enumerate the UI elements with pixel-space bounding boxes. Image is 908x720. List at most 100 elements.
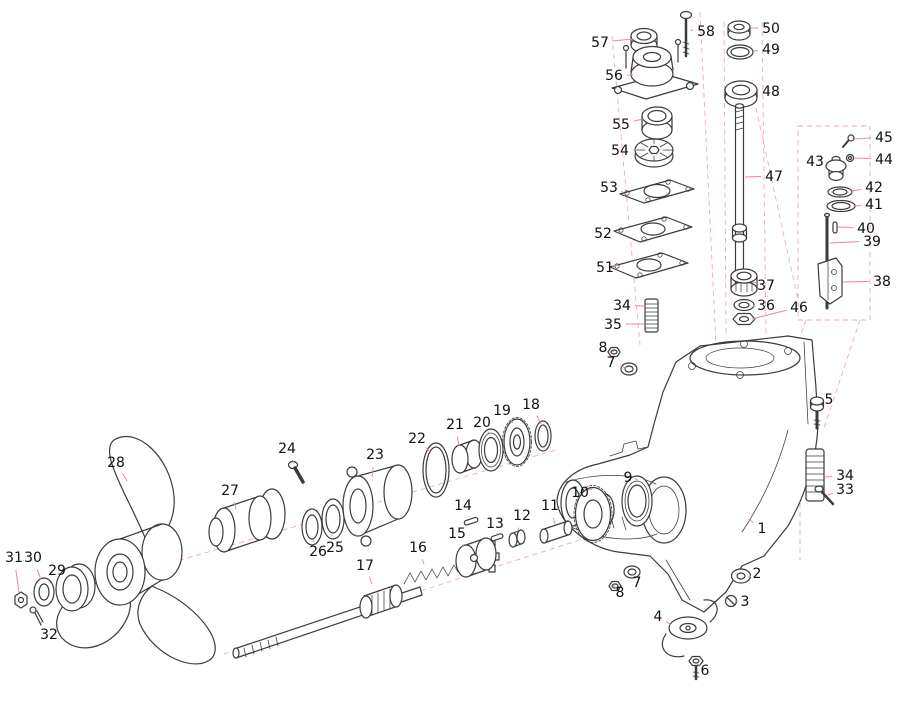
part-callout-25: 25 (326, 540, 344, 556)
tapered-bearing-9 (621, 475, 653, 527)
part-callout-28: 28 (107, 455, 125, 471)
leader-line-55 (633, 118, 644, 122)
part-callout-44: 44 (875, 152, 893, 168)
wear-plate-52 (613, 216, 693, 243)
part-callout-27: 27 (221, 483, 239, 499)
part-callout-30: 30 (24, 550, 42, 566)
part-callout-7: 7 (607, 355, 616, 371)
washer-7-lower (623, 565, 641, 579)
part-callout-6: 6 (701, 663, 710, 679)
part-callout-58: 58 (697, 24, 715, 40)
leader-line-33 (827, 492, 833, 496)
part-callout-48: 48 (762, 84, 780, 100)
part-callout-5: 5 (825, 392, 834, 408)
part-callout-4: 4 (654, 609, 663, 625)
part-callout-50: 50 (762, 21, 780, 37)
part-callout-23: 23 (366, 447, 384, 463)
part-callout-39: 39 (863, 234, 881, 250)
cross-pin-14 (463, 516, 479, 526)
drain-plug-2 (730, 568, 752, 584)
gasket-51 (609, 252, 689, 279)
leader-line-40 (837, 226, 854, 229)
part-callout-52: 52 (594, 226, 612, 242)
part-callout-38: 38 (873, 274, 891, 290)
forward-gear-10 (573, 485, 615, 543)
spring-16 (403, 564, 459, 585)
part-callout-24: 24 (278, 441, 296, 457)
part-callout-11: 11 (541, 498, 559, 514)
washer-7-upper (620, 362, 638, 376)
part-callout-19: 19 (493, 403, 511, 419)
leader-line-1 (747, 518, 754, 524)
drive-shaft-47 (731, 103, 748, 289)
tapered-bearing-20 (478, 428, 504, 472)
pump-insert-cup-55 (641, 106, 673, 140)
part-callout-46: 46 (790, 300, 808, 316)
part-callout-37: 37 (757, 278, 775, 294)
part-callout-8: 8 (616, 585, 625, 601)
leader-line-53 (621, 190, 624, 193)
washer-36 (733, 298, 755, 312)
leader-line-20 (487, 431, 490, 434)
bearing-housing-23 (342, 464, 413, 547)
leader-line-7 (631, 573, 634, 576)
part-callout-47: 47 (765, 169, 783, 185)
part-callout-57: 57 (591, 35, 609, 51)
impeller-54 (634, 138, 674, 168)
leader-line-28 (122, 473, 128, 482)
part-callout-34: 34 (613, 298, 631, 314)
spline-coupler-34-35 (644, 298, 659, 333)
leader-line-32 (40, 621, 43, 624)
oil-seal-26 (301, 508, 323, 546)
propeller-shaft (232, 584, 423, 659)
leader-line-44 (853, 157, 872, 160)
gearcase-housing (556, 335, 819, 613)
pinion-nut-46 (732, 312, 756, 326)
water-pump-housing-56 (611, 38, 699, 100)
o-ring-22 (422, 442, 450, 498)
leader-line-45 (854, 137, 872, 140)
part-callout-53: 53 (600, 180, 618, 196)
leader-line-39 (829, 241, 860, 244)
leader-line-46 (751, 309, 787, 320)
leader-line-31 (15, 569, 20, 593)
part-callout-21: 21 (446, 417, 464, 433)
leader-line-13 (496, 532, 499, 536)
leader-line-34 (824, 475, 833, 478)
part-callout-15: 15 (448, 526, 466, 542)
leader-line-2 (747, 575, 752, 578)
part-callout-55: 55 (612, 117, 630, 133)
part-callout-42: 42 (865, 180, 883, 196)
part-callout-32: 32 (40, 627, 58, 643)
part-callout-10: 10 (571, 485, 589, 501)
anode-34 (805, 448, 825, 502)
shift-plunger-11 (539, 520, 573, 544)
cotter-pin (29, 606, 44, 626)
leader-line-22 (425, 447, 431, 453)
leader-line-27 (233, 502, 237, 510)
o-ring-49 (726, 44, 754, 60)
part-callout-14: 14 (454, 498, 472, 514)
leader-line-24 (292, 459, 295, 464)
clutch-dog-15 (455, 537, 500, 578)
washer-18 (534, 420, 552, 452)
leader-line-21 (456, 436, 460, 447)
part-callout-56: 56 (605, 68, 623, 84)
hex-nut-8-lower (608, 580, 622, 592)
part-callout-54: 54 (611, 143, 629, 159)
part-callout-3: 3 (741, 594, 750, 610)
gasket-53 (619, 179, 695, 204)
part-callout-8: 8 (599, 340, 608, 356)
part-callout-43: 43 (806, 154, 824, 170)
part-callout-49: 49 (762, 42, 780, 58)
leader-lines (15, 27, 872, 667)
pump-bolt-58 (679, 10, 693, 58)
part-callout-13: 13 (486, 516, 504, 532)
leader-line-37 (753, 281, 758, 284)
leader-line-26 (312, 538, 315, 543)
part-callout-9: 9 (624, 470, 633, 486)
pinion-bearing-37 (730, 268, 758, 297)
leader-line-11 (552, 517, 556, 525)
part-callout-31: 31 (5, 550, 23, 566)
